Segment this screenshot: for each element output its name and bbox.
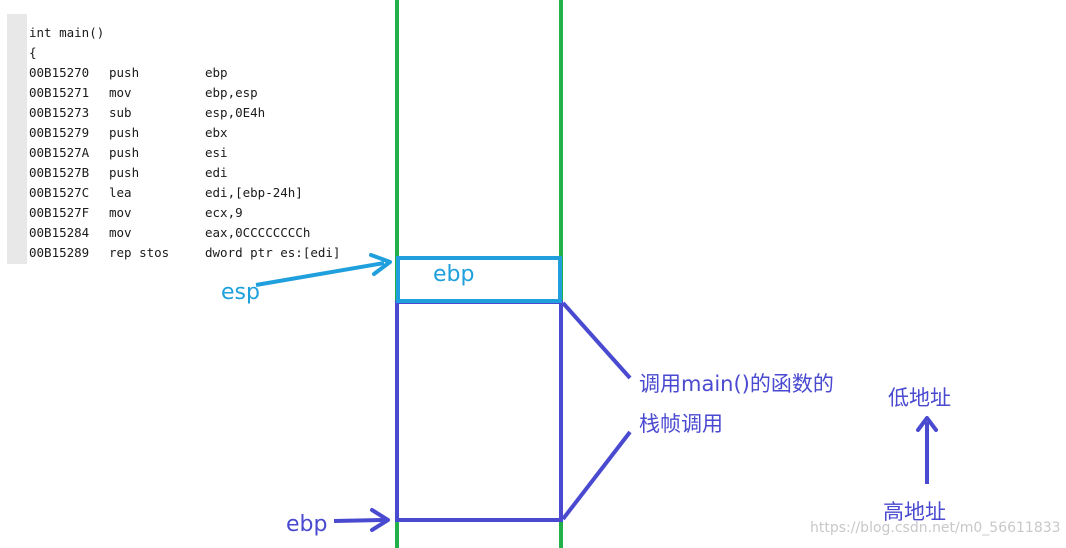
- caller-frame-note-line1: 调用main()的函数的: [639, 372, 834, 396]
- low-address-label: 低地址: [888, 386, 951, 410]
- instruction-address: 00B15279: [29, 125, 90, 140]
- pushed-ebp-slot: [396, 256, 562, 303]
- instruction-opcode: sub: [109, 105, 132, 120]
- instruction-address: 00B15289: [29, 245, 90, 260]
- function-signature: int main(): [29, 25, 105, 40]
- instruction-address: 00B1527C: [29, 185, 90, 200]
- instruction-operands: esi: [205, 145, 228, 160]
- instruction-opcode: push: [109, 165, 140, 180]
- ebp-arrow: [333, 518, 385, 523]
- instruction-address: 00B15270: [29, 65, 90, 80]
- instruction-address: 00B15271: [29, 85, 90, 100]
- open-brace: {: [29, 45, 37, 60]
- instruction-opcode: lea: [109, 185, 132, 200]
- frame-brace-top: [561, 301, 632, 380]
- instruction-operands: eax,0CCCCCCCCh: [205, 225, 311, 240]
- instruction-operands: edi,[ebp-24h]: [205, 185, 303, 200]
- caller-frame-note-line2: 栈帧调用: [639, 412, 723, 436]
- pushed-ebp-label: ebp: [433, 262, 475, 287]
- ebp-label: ebp: [286, 512, 328, 537]
- instruction-address: 00B1527F: [29, 205, 90, 220]
- instruction-address: 00B1527B: [29, 165, 90, 180]
- instruction-operands: ebp: [205, 65, 228, 80]
- instruction-opcode: mov: [109, 225, 132, 240]
- esp-arrow: [255, 261, 385, 287]
- caller-stack-frame: [395, 300, 563, 522]
- instruction-address: 00B15284: [29, 225, 90, 240]
- address-direction-arrowhead: [916, 416, 938, 432]
- instruction-operands: dword ptr es:[edi]: [205, 245, 341, 260]
- code-panel: int main() { 00B15270 push ebp 00B15271 mov…: [7, 14, 367, 264]
- instruction-operands: ebp,esp: [205, 85, 258, 100]
- instruction-opcode: push: [109, 125, 140, 140]
- esp-label: esp: [221, 280, 260, 305]
- instruction-operands: ebx: [205, 125, 228, 140]
- instruction-operands: edi: [205, 165, 228, 180]
- instruction-address: 00B1527A: [29, 145, 90, 160]
- instruction-operands: ecx,9: [205, 205, 243, 220]
- ebp-arrowhead: [370, 508, 390, 532]
- high-address-label: 高地址: [883, 500, 946, 524]
- instruction-opcode: rep stos: [109, 245, 170, 260]
- instruction-opcode: mov: [109, 205, 132, 220]
- instruction-operands: esp,0E4h: [205, 105, 266, 120]
- instruction-opcode: push: [109, 65, 140, 80]
- watermark: https://blog.csdn.net/m0_56611833: [810, 520, 1061, 536]
- instruction-opcode: mov: [109, 85, 132, 100]
- instruction-opcode: push: [109, 145, 140, 160]
- instruction-address: 00B15273: [29, 105, 90, 120]
- frame-brace-bottom: [561, 430, 632, 521]
- code-gutter: [7, 14, 27, 264]
- esp-arrowhead: [369, 253, 392, 276]
